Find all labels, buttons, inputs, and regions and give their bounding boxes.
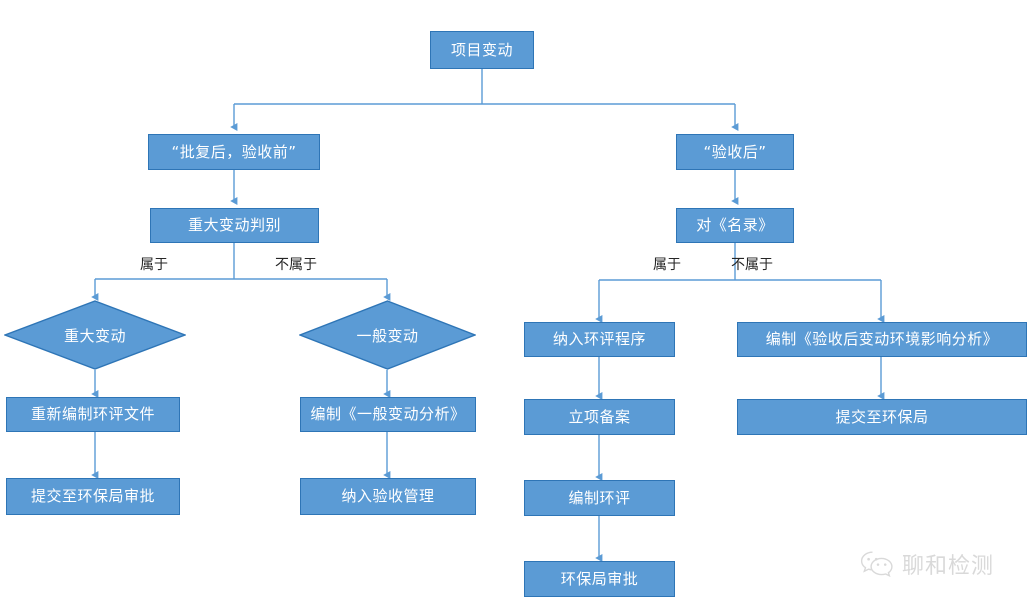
node-post-acceptance-impact-analysis[interactable]: 编制《验收后变动环境影响分析》 <box>737 322 1027 357</box>
diamond-shape-normal <box>299 300 476 370</box>
watermark-text: 聊和检测 <box>902 554 995 579</box>
edge-label-left-not-belongs: 不属于 <box>275 257 317 273</box>
node-epb-approval[interactable]: 环保局审批 <box>524 561 675 597</box>
edge-label-right-not-belongs: 不属于 <box>731 257 773 273</box>
node-normal-change-label: 一般变动 <box>356 326 419 345</box>
node-catalog-check[interactable]: 对《名录》 <box>676 208 794 243</box>
node-into-eia-procedure[interactable]: 纳入环评程序 <box>524 322 675 357</box>
node-major-change-judgement[interactable]: 重大变动判别 <box>150 208 319 243</box>
node-major-change[interactable]: 重大变动 <box>4 300 186 370</box>
diamond-shape-major <box>4 300 186 370</box>
node-include-acceptance-management[interactable]: 纳入验收管理 <box>300 478 476 515</box>
node-prepare-eia[interactable]: 编制环评 <box>524 480 675 516</box>
node-before-acceptance[interactable]: “批复后，验收前” <box>148 134 320 170</box>
edge-label-right-belongs: 属于 <box>653 257 681 273</box>
node-major-change-label: 重大变动 <box>63 326 126 345</box>
watermark: 聊和检测 <box>860 548 994 580</box>
node-normal-change[interactable]: 一般变动 <box>299 300 476 370</box>
node-submit-epb-approval[interactable]: 提交至环保局审批 <box>6 478 180 515</box>
node-root[interactable]: 项目变动 <box>430 31 534 69</box>
edge-label-left-belongs: 属于 <box>140 257 168 273</box>
wechat-icon <box>860 551 893 578</box>
node-redo-eia-document[interactable]: 重新编制环评文件 <box>6 397 180 432</box>
node-after-acceptance[interactable]: “验收后” <box>676 134 794 170</box>
node-submit-to-epb[interactable]: 提交至环保局 <box>737 399 1027 435</box>
node-project-filing[interactable]: 立项备案 <box>524 399 675 435</box>
node-normal-change-analysis[interactable]: 编制《一般变动分析》 <box>300 397 476 432</box>
